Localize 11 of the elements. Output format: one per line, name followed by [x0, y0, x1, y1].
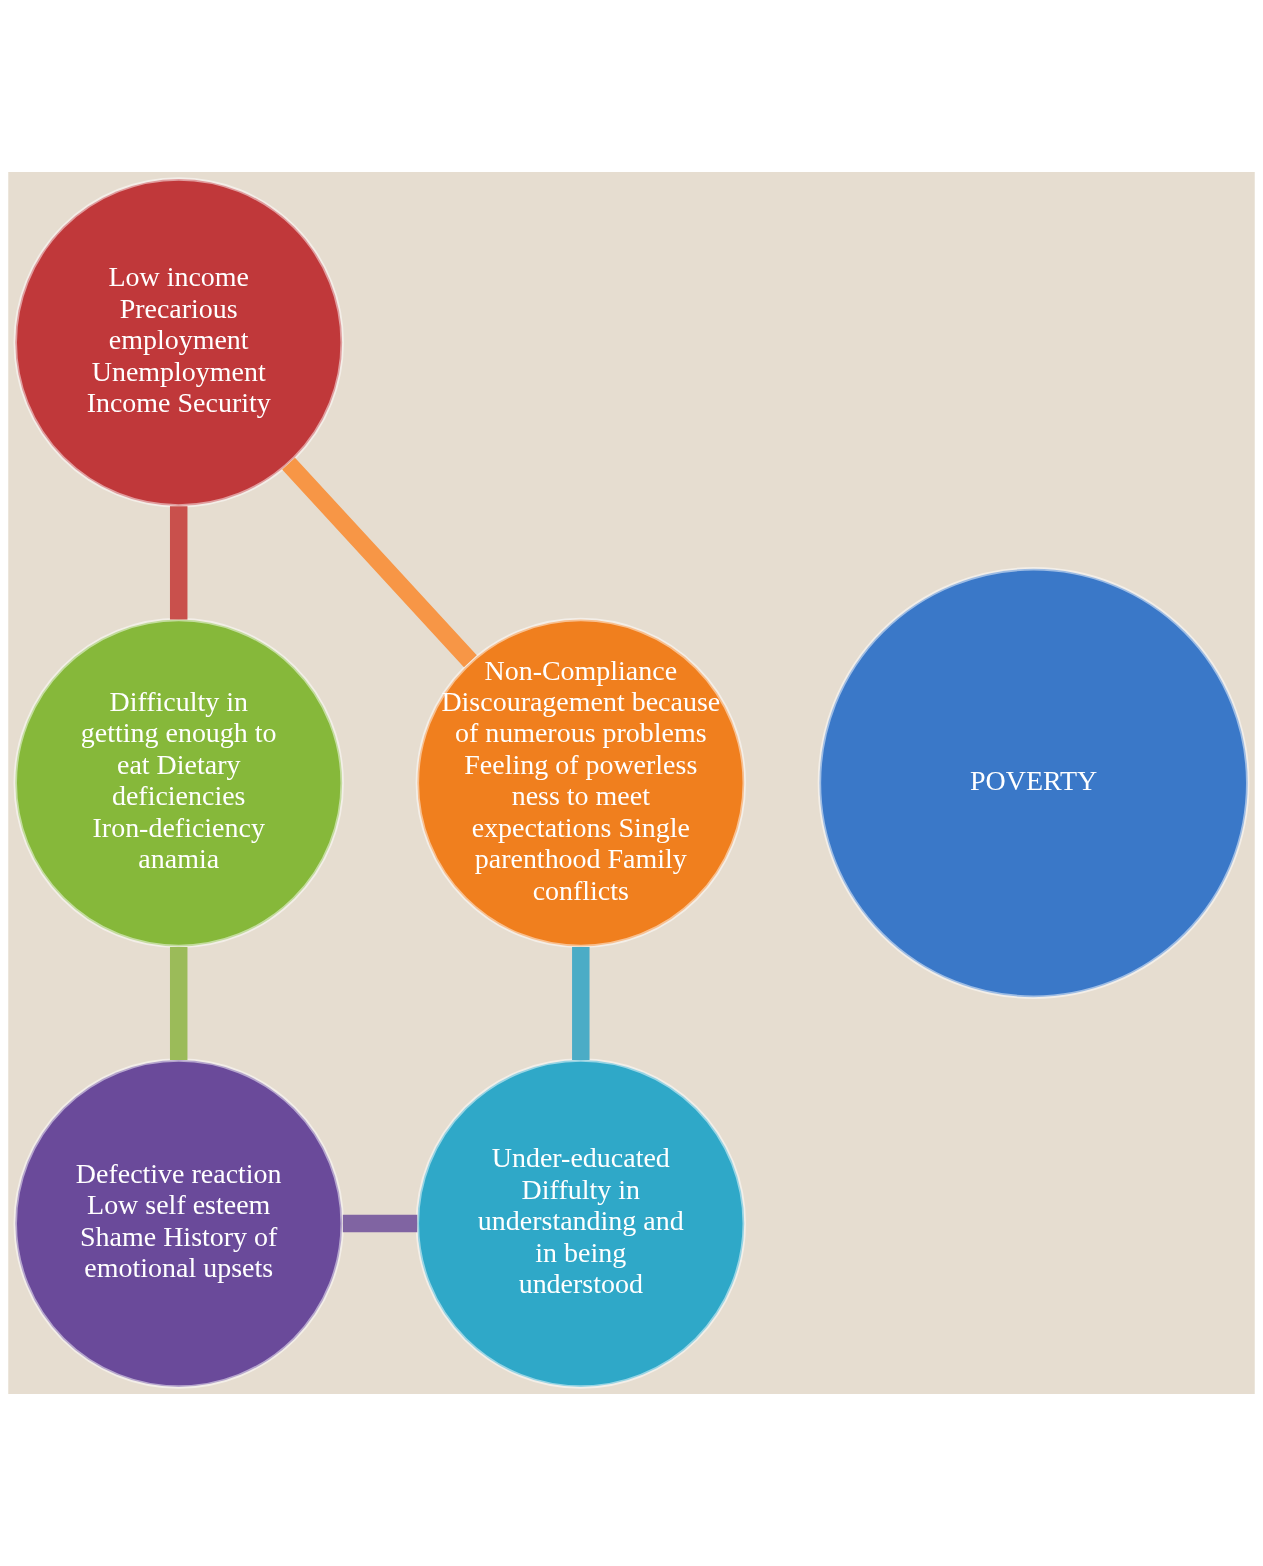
connector	[169, 506, 188, 620]
node-circle: POVERTY	[817, 567, 1250, 999]
node-circle: Under-educated Diffulty in understanding and in being understood	[415, 1058, 746, 1389]
node-circle: Difficulty in getting enough to eat Dietary deficiencies Iron-deficiency anamia	[13, 617, 344, 949]
connector	[282, 457, 477, 668]
connector	[572, 946, 590, 1060]
node-circle: Defective reaction Low self esteem Shame History of emotional upsets	[13, 1058, 344, 1389]
node-circle: Low income Precarious employment Unemployment Income Security	[13, 177, 344, 508]
connector	[342, 1214, 418, 1233]
node-circle: Non-Compliance Discouragement because of numerous problems Feeling of powerless ness to meet expectations Single parenthood Family conflicts	[415, 617, 746, 949]
connector	[169, 946, 188, 1060]
